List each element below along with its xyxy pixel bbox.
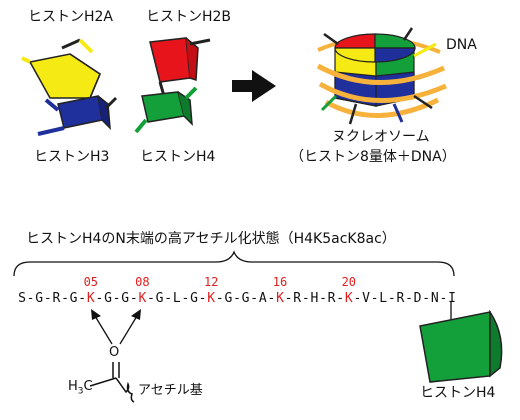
residue-20: K — [345, 291, 353, 306]
position-label-12: 12 — [204, 275, 218, 289]
residue-separator: - — [371, 291, 379, 306]
residue-separator: - — [78, 291, 86, 306]
residue-separator: - — [388, 291, 396, 306]
residue-3: R — [52, 291, 60, 306]
residue-15: A — [259, 291, 267, 306]
residue-separator: - — [319, 291, 327, 306]
residue-separator: - — [439, 291, 447, 306]
residue-separator: - — [27, 291, 35, 306]
methyl-label: H3C — [68, 379, 93, 397]
label-histone-h4-bottom: ヒストンH4 — [420, 385, 496, 401]
residue-10: L — [173, 291, 181, 306]
acetylation-arrows — [91, 309, 141, 345]
histone-h2a-shape — [21, 38, 101, 99]
right-arrow-icon — [232, 70, 276, 102]
residue-24: D — [414, 291, 422, 306]
residue-4: G — [70, 291, 78, 306]
residue-separator: - — [164, 291, 172, 306]
nucleosome-shape — [316, 27, 447, 125]
sequence-brace — [13, 250, 455, 277]
label-nucleosome: ヌクレオソーム — [332, 129, 430, 145]
position-label-20: 20 — [342, 275, 356, 289]
residue-separator: - — [95, 291, 103, 306]
section-title: ヒストンH4のN末端の高アセチル化状態（H4K5acK8ac） — [26, 231, 396, 247]
residue-separator: - — [405, 291, 413, 306]
residue-separator: - — [267, 291, 275, 306]
residue-12: K — [207, 291, 215, 306]
residue-separator: - — [233, 291, 241, 306]
label-histone-h4: ヒストンH4 — [140, 149, 216, 165]
residue-7: G — [121, 291, 129, 306]
residue-separator: - — [302, 291, 310, 306]
oxygen-label: O — [109, 345, 120, 360]
residue-separator: - — [199, 291, 207, 306]
position-label-05: 05 — [84, 275, 98, 289]
position-label-08: 08 — [135, 275, 149, 289]
residue-1: S — [18, 291, 26, 306]
residue-23: R — [396, 291, 404, 306]
residue-separator: - — [44, 291, 52, 306]
residue-separator: - — [353, 291, 361, 306]
residue-separator: - — [250, 291, 258, 306]
sequence-residues: S-G-R-G-K-G-G-K-G-L-G-K-G-G-A-K-R-H-R-K-… — [18, 275, 456, 306]
residue-11: G — [190, 291, 198, 306]
residue-25: N — [431, 291, 439, 306]
label-histone-h3: ヒストンH3 — [34, 149, 110, 165]
position-label-16: 16 — [273, 275, 287, 289]
label-acetyl-group: アセチル基 — [138, 383, 203, 398]
label-histone-h2a: ヒストンH2A — [28, 9, 114, 25]
residue-5: K — [87, 291, 95, 306]
residue-19: R — [328, 291, 336, 306]
residue-separator: - — [285, 291, 293, 306]
residue-14: G — [242, 291, 250, 306]
label-histone-h2b: ヒストンH2B — [146, 9, 232, 25]
residue-2: G — [35, 291, 43, 306]
residue-separator: - — [113, 291, 121, 306]
residue-18: H — [310, 291, 318, 306]
residue-16: K — [276, 291, 284, 306]
residue-6: G — [104, 291, 112, 306]
residue-22: L — [379, 291, 387, 306]
label-dna: DNA — [446, 37, 477, 53]
residue-13: G — [224, 291, 232, 306]
label-nucleosome-detail: （ヒストン8量体＋DNA） — [290, 149, 456, 165]
histone-h2b-shape — [149, 37, 211, 97]
residue-separator: - — [216, 291, 224, 306]
residue-21: V — [362, 291, 370, 306]
residue-26: I — [448, 291, 456, 306]
residue-separator: - — [336, 291, 344, 306]
acetyl-group-structure — [89, 362, 135, 403]
residue-17: R — [293, 291, 301, 306]
residue-8: K — [138, 291, 146, 306]
residue-separator: - — [147, 291, 155, 306]
histone-h3-shape — [37, 95, 118, 136]
residue-separator: - — [61, 291, 69, 306]
residue-separator: - — [181, 291, 189, 306]
histone-h4-bottom-shape — [419, 302, 503, 383]
residue-9: G — [156, 291, 164, 306]
residue-separator: - — [130, 291, 138, 306]
histone-h4-shape — [134, 86, 198, 134]
residue-separator: - — [422, 291, 430, 306]
